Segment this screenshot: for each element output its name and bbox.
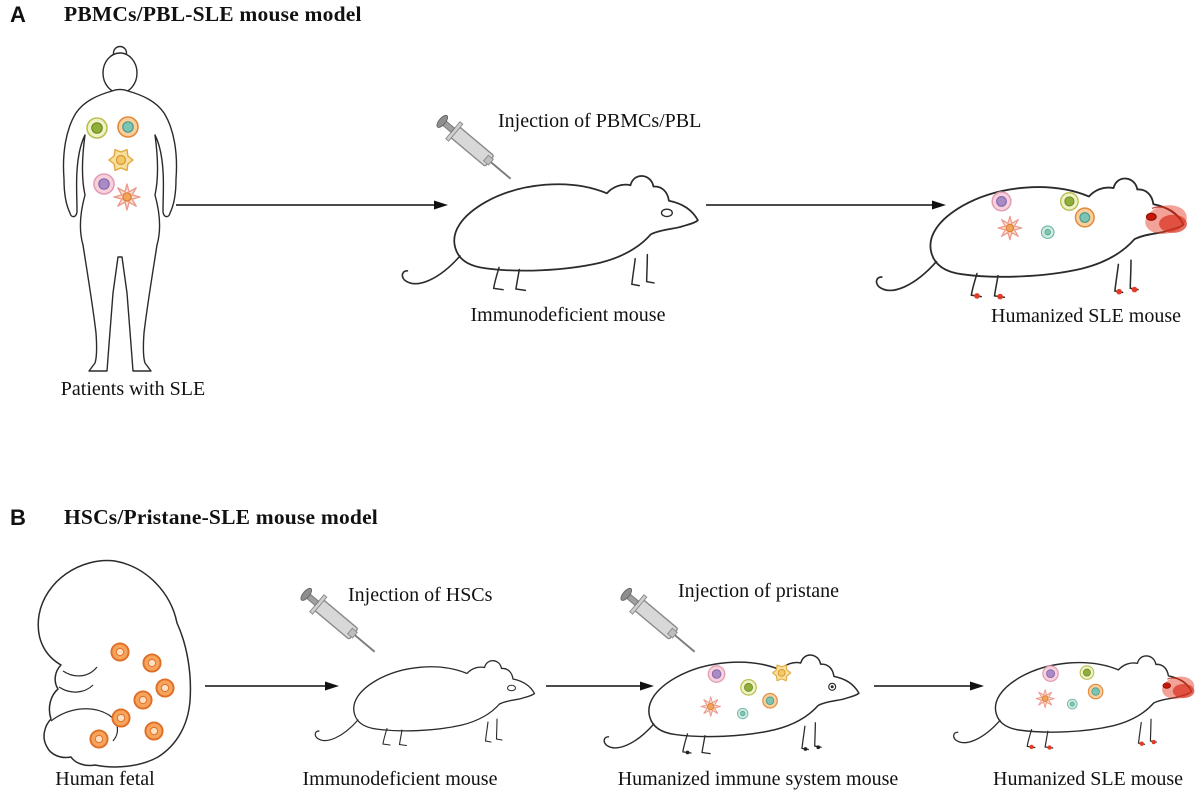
fetus-arm-line bbox=[58, 684, 94, 693]
lupus-rash-core bbox=[1172, 683, 1195, 699]
arrow-a1-icon bbox=[176, 200, 448, 210]
fetus-arm-line bbox=[62, 666, 98, 677]
lymphocyte-green-icon bbox=[740, 679, 757, 696]
arrow-b1-icon bbox=[205, 681, 339, 691]
dendritic-cell-icon bbox=[1035, 689, 1055, 709]
red-paw-dot bbox=[1047, 745, 1052, 750]
patients-with-sle-caption: Patients with SLE bbox=[60, 378, 206, 400]
hsc-cell-icon bbox=[142, 653, 162, 673]
mouse-eye bbox=[507, 684, 516, 692]
dendritic-cell-icon bbox=[997, 215, 1023, 241]
nk-cell-teal-icon bbox=[1040, 225, 1055, 240]
mouse-eye-red bbox=[1145, 212, 1157, 221]
arrow-b2-icon bbox=[546, 681, 654, 691]
human-fetus-figure bbox=[37, 559, 192, 768]
panel-a-letter: A bbox=[10, 2, 26, 27]
b-cell-pink-icon bbox=[93, 173, 115, 195]
immunodeficient-mouse-a bbox=[401, 175, 699, 292]
dendritic-cell-icon bbox=[700, 696, 721, 717]
humanized-sle-mouse-a bbox=[875, 177, 1187, 300]
humanized-sle-mouse-b bbox=[952, 655, 1195, 750]
hsc-cell-icon bbox=[89, 729, 109, 749]
red-paw-dot bbox=[1139, 741, 1144, 746]
humanized-immune-system-mouse bbox=[603, 654, 860, 755]
dendritic-cell-icon bbox=[113, 183, 141, 211]
panel-b-letter: B bbox=[10, 505, 26, 530]
red-paw-dot bbox=[997, 293, 1003, 300]
hsc-cell-icon bbox=[155, 678, 175, 698]
nk-cell-teal-icon bbox=[1066, 698, 1078, 710]
monocyte-orange-teal-icon bbox=[762, 692, 778, 709]
injection-pbmc-label: Injection of PBMCs/PBL bbox=[498, 110, 702, 132]
human-head bbox=[102, 52, 138, 94]
injection-hscs-label: Injection of HSCs bbox=[348, 584, 493, 606]
humanized-sle-mouse-b-caption: Humanized SLE mouse bbox=[993, 768, 1183, 790]
hsc-cell-icon bbox=[133, 690, 153, 710]
black-paw-dot bbox=[685, 750, 690, 755]
monocyte-orange-teal-icon bbox=[117, 116, 139, 138]
arrow-b3-icon bbox=[874, 681, 984, 691]
mouse-eye-red bbox=[1162, 682, 1171, 689]
lupus-rash-core bbox=[1159, 214, 1187, 233]
immunodeficient-mouse-b bbox=[314, 660, 536, 747]
human-fetal-caption: Human fetal bbox=[55, 768, 155, 790]
fetus-leg-line bbox=[50, 708, 119, 742]
lymphocyte-green-icon bbox=[1059, 191, 1079, 211]
human-patient-figure bbox=[62, 45, 178, 372]
fetus-outline bbox=[37, 559, 192, 768]
red-paw-dot bbox=[1116, 288, 1122, 295]
mouse-pupil bbox=[830, 685, 834, 689]
monocyte-orange-teal-icon bbox=[1074, 207, 1095, 228]
lymphocyte-green-icon bbox=[1079, 665, 1095, 680]
rash-stroke bbox=[1167, 677, 1190, 689]
arrow-a2-icon bbox=[706, 200, 946, 210]
panel-a-title: PBMCs/PBL-SLE mouse model bbox=[64, 2, 362, 26]
red-paw-dot bbox=[1029, 744, 1034, 750]
red-paw-dot bbox=[1151, 739, 1156, 745]
rash-stroke bbox=[1151, 206, 1182, 220]
b-cell-pink-icon bbox=[1042, 665, 1059, 682]
nk-cell-teal-icon bbox=[737, 707, 749, 720]
immunodeficient-mouse-a-caption: Immunodeficient mouse bbox=[470, 304, 666, 326]
hsc-cell-icon bbox=[144, 721, 164, 741]
mouse-eye bbox=[660, 208, 673, 218]
humanized-immune-mouse-caption: Humanized immune system mouse bbox=[617, 768, 899, 790]
monocyte-orange-teal-icon bbox=[1087, 683, 1104, 700]
b-cell-pink-icon bbox=[991, 191, 1012, 212]
injection-pristane-label: Injection of pristane bbox=[678, 580, 840, 602]
black-paw-dot bbox=[803, 747, 808, 751]
hsc-cell-icon bbox=[111, 708, 131, 728]
humanized-sle-mouse-a-caption: Humanized SLE mouse bbox=[991, 305, 1181, 327]
red-paw-dot bbox=[974, 293, 980, 299]
b-cell-pink-icon bbox=[707, 665, 726, 683]
panel-b-title: HSCs/Pristane-SLE mouse model bbox=[64, 505, 378, 529]
red-paw-dot bbox=[1131, 286, 1138, 293]
lymphocyte-green-icon bbox=[86, 117, 108, 139]
human-body-outline bbox=[62, 88, 178, 372]
immunodeficient-mouse-b-caption: Immunodeficient mouse bbox=[302, 768, 498, 790]
hsc-cell-icon bbox=[110, 642, 130, 662]
black-paw-dot bbox=[816, 745, 821, 750]
